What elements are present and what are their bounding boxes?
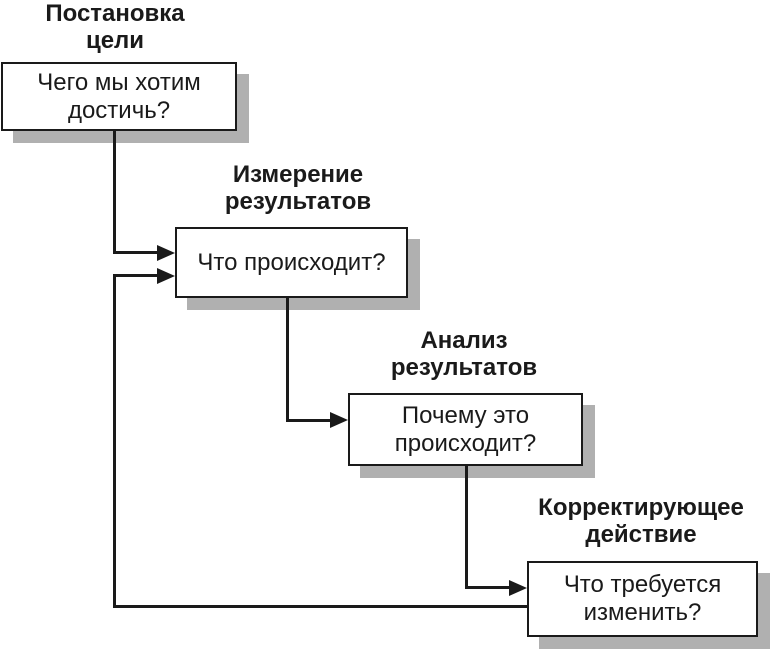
flow-box-corrective-action: Что требуется изменить?	[527, 561, 758, 637]
arrowhead-icon-measurement-to-analysis	[330, 412, 348, 428]
flow-box-analysis: Почему это происходит?	[348, 393, 583, 466]
connector-goal-to-measurement-horizontal	[113, 251, 159, 254]
arrowhead-icon-goal-to-measurement	[157, 245, 175, 261]
step-title-measurement: Измерение результатов	[224, 161, 372, 215]
connector-feedback-vertical	[113, 274, 116, 608]
step-title-corrective-action: Корректирующее действие	[538, 494, 744, 548]
connector-feedback-top-horizontal	[113, 274, 159, 277]
connector-feedback-bottom-horizontal	[113, 605, 529, 608]
flow-box-goal-setting: Чего мы хотим достичь?	[1, 62, 237, 131]
flow-box-measurement: Что происходит?	[175, 227, 408, 298]
connector-measurement-to-analysis-vertical	[286, 296, 289, 422]
step-title-analysis: Анализ результатов	[390, 327, 538, 381]
connector-analysis-to-corrective-horizontal	[465, 586, 511, 589]
connector-analysis-to-corrective-vertical	[465, 464, 468, 589]
arrowhead-icon-analysis-to-corrective	[509, 580, 527, 596]
step-title-goal-setting: Постановка цели	[45, 0, 185, 54]
connector-goal-to-measurement-vertical	[113, 129, 116, 254]
arrowhead-icon-feedback-to-measurement	[157, 268, 175, 284]
connector-measurement-to-analysis-horizontal	[286, 419, 332, 422]
